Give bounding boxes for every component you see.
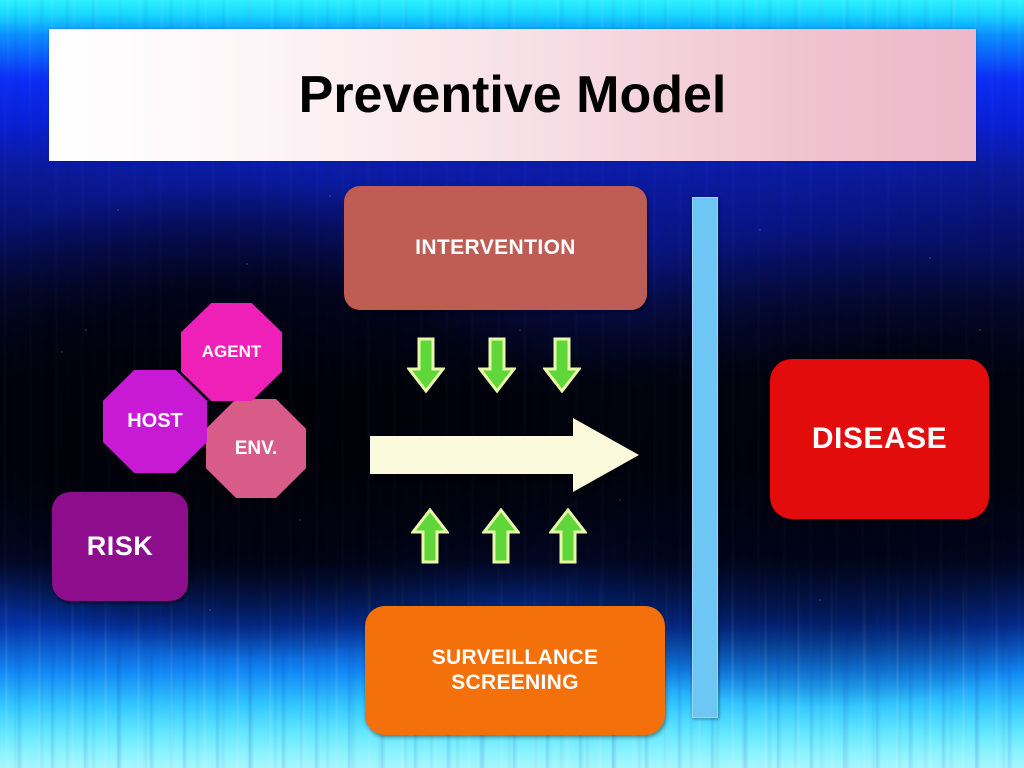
surveillance-label-line2: SCREENING xyxy=(451,670,579,694)
down-arrow-icon-2 xyxy=(478,337,516,393)
intervention-box[interactable]: INTERVENTION xyxy=(344,186,647,310)
up-arrow-icon-3 xyxy=(549,508,587,564)
barrier-bar xyxy=(692,197,718,718)
factor-label-env: ENV. xyxy=(234,437,278,459)
progression-arrow-icon xyxy=(370,418,639,492)
risk-label: RISK xyxy=(86,530,154,561)
intervention-label: INTERVENTION xyxy=(415,235,576,259)
up-arrow-icon-1 xyxy=(411,508,449,564)
risk-box[interactable]: RISK xyxy=(52,492,188,601)
disease-label: DISEASE xyxy=(811,422,948,456)
factor-label-host: HOST xyxy=(127,410,183,432)
surveillance-screening-box[interactable]: SURVEILLANCE SCREENING xyxy=(365,606,665,735)
down-arrow-icon-1 xyxy=(407,337,445,393)
factor-octagon-env[interactable]: ENV. xyxy=(206,399,306,498)
title-banner: Preventive Model xyxy=(49,29,976,161)
factor-label-agent: AGENT xyxy=(201,342,262,361)
surveillance-label-group: SURVEILLANCE SCREENING xyxy=(432,646,599,696)
surveillance-label-line1: SURVEILLANCE xyxy=(431,645,599,669)
up-arrow-icon-2 xyxy=(482,508,520,564)
disease-box[interactable]: DISEASE xyxy=(770,359,989,519)
down-arrow-icon-3 xyxy=(543,337,581,393)
page-title: Preventive Model xyxy=(298,66,727,124)
factor-octagon-host[interactable]: HOST xyxy=(103,370,207,473)
factor-octagon-agent[interactable]: AGENT xyxy=(181,303,282,401)
